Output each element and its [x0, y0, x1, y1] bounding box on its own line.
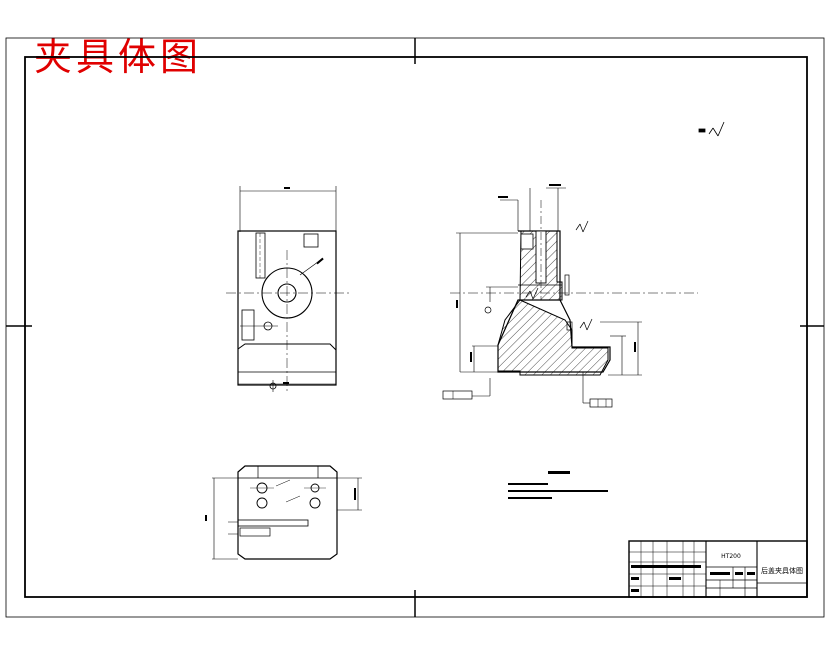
title-block: [628, 540, 808, 598]
drawing-name-label: 后盖夹具体图: [761, 566, 803, 575]
material-label: HT200: [721, 553, 741, 560]
section-view: [442, 184, 698, 408]
technical-notes: [508, 471, 608, 499]
centering-marks: [6, 38, 824, 617]
drawing-frame: [24, 56, 808, 598]
sheet-outer-border: [5, 37, 825, 618]
top-view: [205, 465, 362, 560]
roughness-symbol-general: [698, 121, 725, 137]
title-block-small-text: [631, 565, 755, 592]
front-view: [226, 186, 352, 392]
